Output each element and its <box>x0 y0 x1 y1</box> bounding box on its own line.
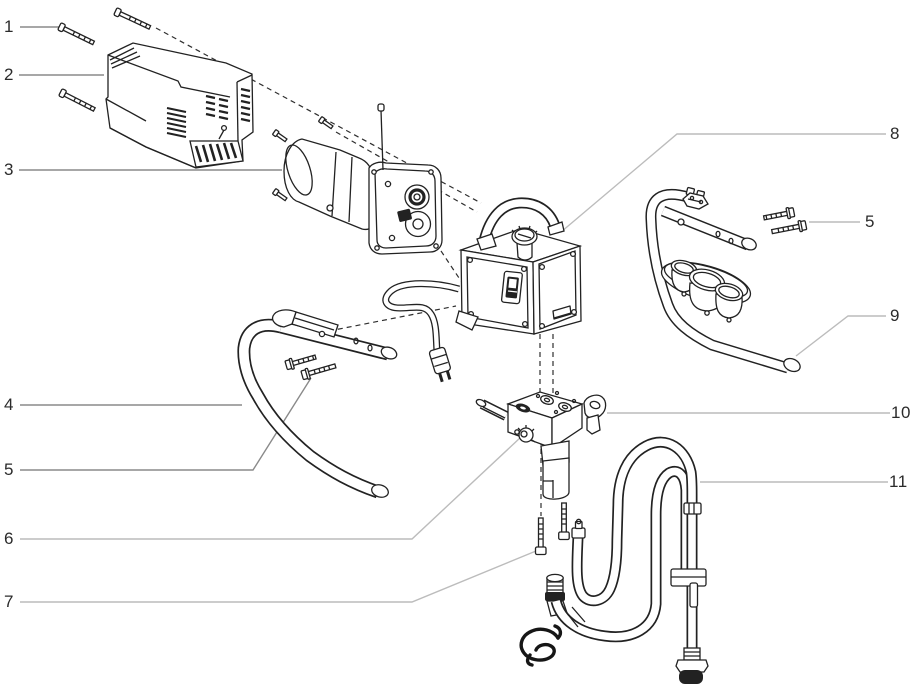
callout-11: 11 <box>889 472 908 491</box>
callout-2: 2 <box>4 65 14 84</box>
hex-bolt <box>284 354 317 371</box>
power-switch <box>500 270 523 305</box>
socket-bolt <box>534 517 547 556</box>
motor-body <box>283 138 377 231</box>
cord-boot <box>455 310 479 331</box>
tube-end-cap <box>741 237 757 251</box>
siphon-assembly <box>519 436 709 684</box>
long-screw-1 <box>57 22 96 46</box>
mounting-screws <box>57 7 152 113</box>
box-left-plate <box>466 256 529 329</box>
callout-4: 4 <box>4 395 14 414</box>
motor-shroud <box>105 42 254 169</box>
suction-hose <box>550 465 692 643</box>
manifold-ports <box>515 390 577 415</box>
tube-hole <box>728 237 734 245</box>
leader-line-5-left <box>20 377 312 471</box>
hex-bolts-right <box>762 207 808 235</box>
tube-nut <box>683 502 702 515</box>
hex-bolt <box>770 220 808 235</box>
leader-line-8 <box>560 133 886 233</box>
shroud-vents-rear <box>205 87 251 123</box>
callout-7: 7 <box>4 592 14 611</box>
power-cord <box>382 280 460 352</box>
leader-lines <box>19 26 890 603</box>
gearbox-key-block <box>397 208 412 222</box>
callout-5-right: 5 <box>865 212 875 231</box>
inlet-strainer <box>675 647 709 684</box>
shroud-screw-boss <box>220 124 228 132</box>
frame-clip <box>682 186 709 210</box>
handle-bracket <box>271 309 339 338</box>
tube-end-cap <box>783 357 801 373</box>
hex-bolts-left <box>284 354 337 381</box>
pump-bolts <box>534 502 570 556</box>
tube-hole <box>367 344 373 352</box>
cup-holder <box>660 259 752 323</box>
drain-fitting <box>571 518 586 539</box>
tube-end-cap <box>371 484 389 498</box>
control-box <box>382 197 583 383</box>
box-right-plate <box>538 250 577 330</box>
callout-8: 8 <box>890 124 900 143</box>
hex-bolt <box>762 207 796 221</box>
manifold-right-face <box>551 402 583 450</box>
prime-valve <box>583 394 607 435</box>
packing-nut <box>514 425 536 443</box>
tube-hole <box>353 337 359 345</box>
box-slot <box>552 305 572 320</box>
dashed-axis-frame <box>328 305 457 332</box>
tube-clamp <box>670 568 707 608</box>
hex-bolt <box>300 363 337 381</box>
tube-end-cap <box>380 346 398 360</box>
leader-line-6 <box>20 436 522 540</box>
motor-screws <box>272 116 334 202</box>
frame-rivet <box>677 218 685 226</box>
box-handle <box>476 197 565 251</box>
pump-manifold <box>475 390 607 500</box>
callout-10: 10 <box>891 403 911 422</box>
motor-assembly <box>272 103 443 255</box>
callout-3: 3 <box>4 160 14 179</box>
motor-rod <box>377 103 385 171</box>
long-screw-3 <box>58 88 97 113</box>
callout-5-left: 5 <box>4 460 14 479</box>
callout-6: 6 <box>4 529 14 548</box>
drain-hose-and-tube <box>571 436 698 650</box>
callout-9: 9 <box>890 306 900 325</box>
cart-handle-left <box>237 309 398 499</box>
tube-hole <box>715 230 721 238</box>
power-plug <box>428 346 452 383</box>
socket-bolt <box>558 502 570 541</box>
pressure-knob <box>511 225 538 261</box>
callout-1: 1 <box>4 17 14 36</box>
long-screw-2 <box>113 7 152 30</box>
gearbox <box>368 161 443 255</box>
outlet-fitting <box>475 398 509 421</box>
shroud-vents-front <box>166 107 187 138</box>
pump-sleeve <box>540 440 570 500</box>
motor-end-cap <box>285 144 313 196</box>
cup-3 <box>714 282 744 323</box>
leader-line-7 <box>20 550 537 603</box>
shroud-grill-bottom <box>189 140 244 168</box>
handle-frame-right <box>645 186 801 374</box>
retaining-clip <box>519 624 563 667</box>
leader-line-9 <box>795 315 886 357</box>
motor-terminal <box>326 204 334 212</box>
